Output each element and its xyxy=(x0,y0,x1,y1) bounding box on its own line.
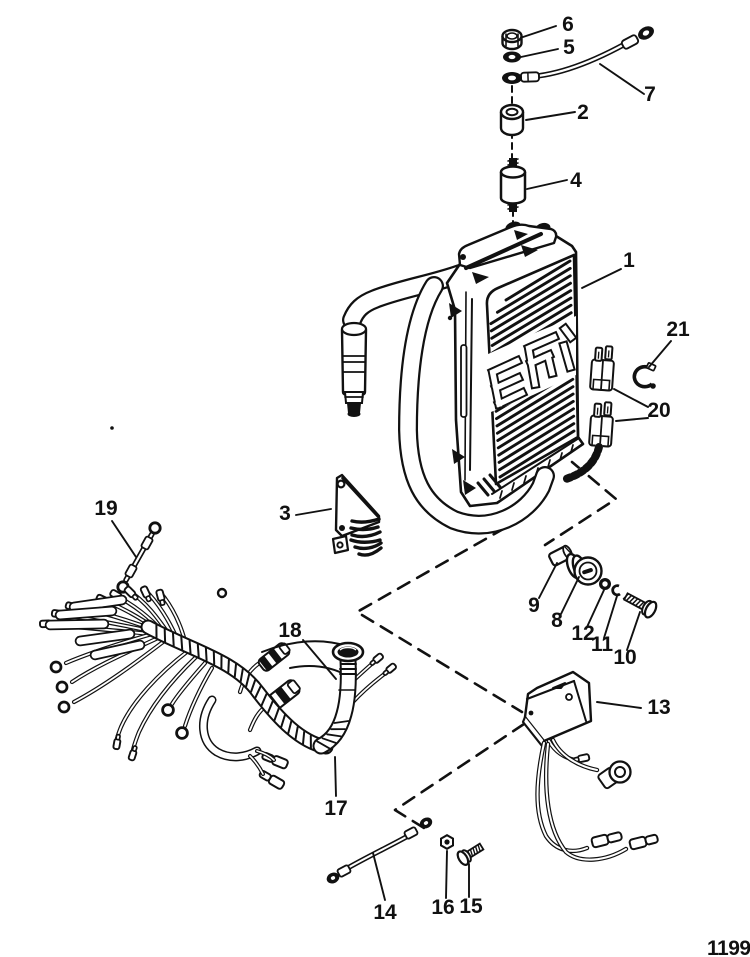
svg-text:9: 9 xyxy=(528,594,540,617)
svg-text:18: 18 xyxy=(278,619,302,642)
svg-text:13: 13 xyxy=(647,696,670,719)
svg-text:15: 15 xyxy=(459,895,483,918)
svg-text:12: 12 xyxy=(571,622,594,645)
svg-text:2: 2 xyxy=(577,101,589,124)
svg-text:11: 11 xyxy=(591,633,614,656)
svg-text:16: 16 xyxy=(431,896,454,919)
svg-text:1: 1 xyxy=(623,249,635,272)
svg-text:21: 21 xyxy=(666,318,690,341)
svg-text:20: 20 xyxy=(647,399,670,422)
svg-text:8: 8 xyxy=(551,609,563,632)
svg-text:7: 7 xyxy=(644,83,656,106)
svg-text:19: 19 xyxy=(94,497,117,520)
svg-text:11998: 11998 xyxy=(707,937,750,957)
svg-text:10: 10 xyxy=(613,646,636,669)
svg-text:3: 3 xyxy=(279,502,291,525)
svg-text:14: 14 xyxy=(373,901,397,924)
svg-text:5: 5 xyxy=(563,36,575,59)
svg-text:6: 6 xyxy=(562,13,574,36)
svg-text:4: 4 xyxy=(570,169,582,192)
svg-text:17: 17 xyxy=(324,797,347,820)
